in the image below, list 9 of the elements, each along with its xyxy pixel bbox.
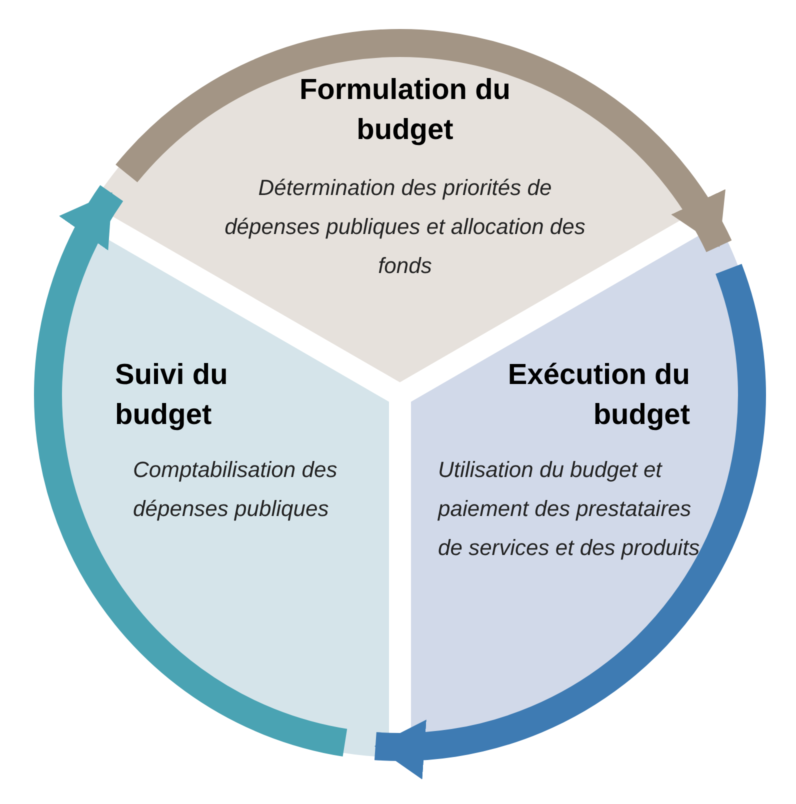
stage-heading: Formulation du budget xyxy=(298,73,512,148)
stage-description: Détermination des priorités de dépenses publiques et allocation des fonds xyxy=(224,174,586,280)
cycle-arrow xyxy=(116,29,732,253)
cycle-arrow xyxy=(34,186,348,756)
stage-heading: Suivi du budget xyxy=(115,358,229,433)
stage-description: Utilisation du budget et paiement des prestataires de services et des produits xyxy=(438,456,701,562)
stage-description: Comptabilisation des dépenses publiques xyxy=(133,456,338,523)
stage-heading: Exécution du budget xyxy=(506,358,690,433)
cycle-arrow xyxy=(374,264,766,776)
